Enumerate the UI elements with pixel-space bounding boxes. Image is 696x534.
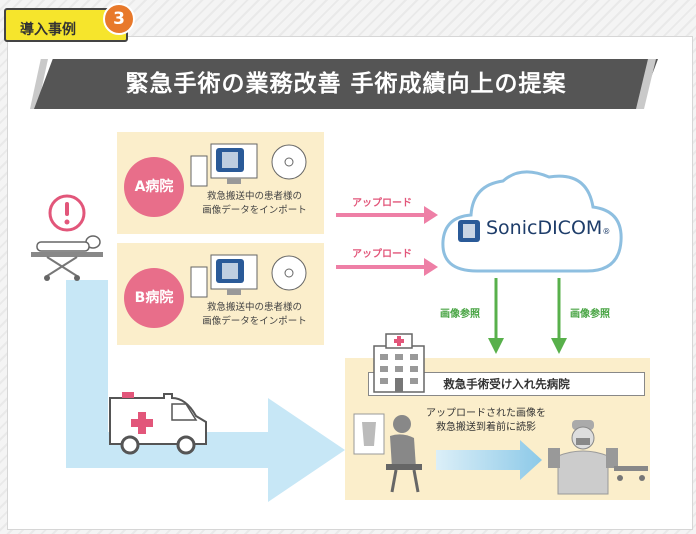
radiologist-icon [353, 413, 422, 493]
hospital-b-desc-line1: 救急搬送中の患者様の [206, 302, 302, 313]
stretcher-patient-icon [31, 235, 103, 281]
receiving-note: アップロードされた画像を 救急搬送到着前に読影 [401, 407, 571, 435]
upload-label-b: アップロード [352, 249, 412, 260]
alert-icon [48, 194, 86, 232]
surgeon-icon [548, 420, 648, 495]
hospital-b-panel: B病院 救急搬送中の患者様の 画像データをインポート [117, 243, 324, 345]
hospital-a-desc-line2: 画像データをインポート [202, 205, 307, 216]
case-tag-label: 導入事例 [20, 22, 76, 38]
reference-label-2: 画像参照 [570, 309, 610, 320]
reference-arrow-1 [488, 278, 504, 354]
hospital-a-badge: A病院 [124, 157, 184, 217]
ambulance-icon [109, 392, 207, 455]
brand-trademark: ® [602, 227, 611, 236]
title-banner [34, 59, 658, 109]
upload-arrow-a [336, 206, 438, 224]
hospital-b-badge: B病院 [124, 268, 184, 328]
reference-arrow-2 [551, 278, 567, 354]
sonicdicom-logo-icon [458, 220, 480, 242]
hospital-b-desc-line2: 画像データをインポート [202, 316, 307, 327]
reference-label-1: 画像参照 [440, 309, 480, 320]
brand-name: SonicDICOM [486, 217, 603, 239]
cloud-brand-text: SonicDICOM® [486, 217, 610, 239]
pc-monitor-disc-icon [190, 143, 307, 187]
upload-label-a: アップロード [352, 198, 412, 209]
review-arrow [436, 440, 542, 480]
receiving-title: 救急手術受け入れ先病院 [443, 377, 570, 391]
page-title: 緊急手術の業務改善 手術成績向上の提案 [125, 71, 567, 97]
upload-arrow-b [336, 258, 438, 276]
pc-monitor-disc-icon [190, 254, 307, 298]
cloud-icon [441, 170, 623, 273]
hospital-a-panel: A病院 救急搬送中の患者様の 画像データをインポート [117, 132, 324, 234]
receiving-note-line2: 救急搬送到着前に読影 [436, 422, 536, 433]
hospital-a-description: 救急搬送中の患者様の 画像データをインポート [187, 190, 322, 218]
hospital-building-icon [373, 333, 425, 393]
receiving-note-line1: アップロードされた画像を [426, 408, 546, 419]
hospital-b-description: 救急搬送中の患者様の 画像データをインポート [187, 301, 322, 329]
case-number-badge: 3 [103, 3, 135, 35]
hospital-a-desc-line1: 救急搬送中の患者様の [206, 191, 302, 202]
